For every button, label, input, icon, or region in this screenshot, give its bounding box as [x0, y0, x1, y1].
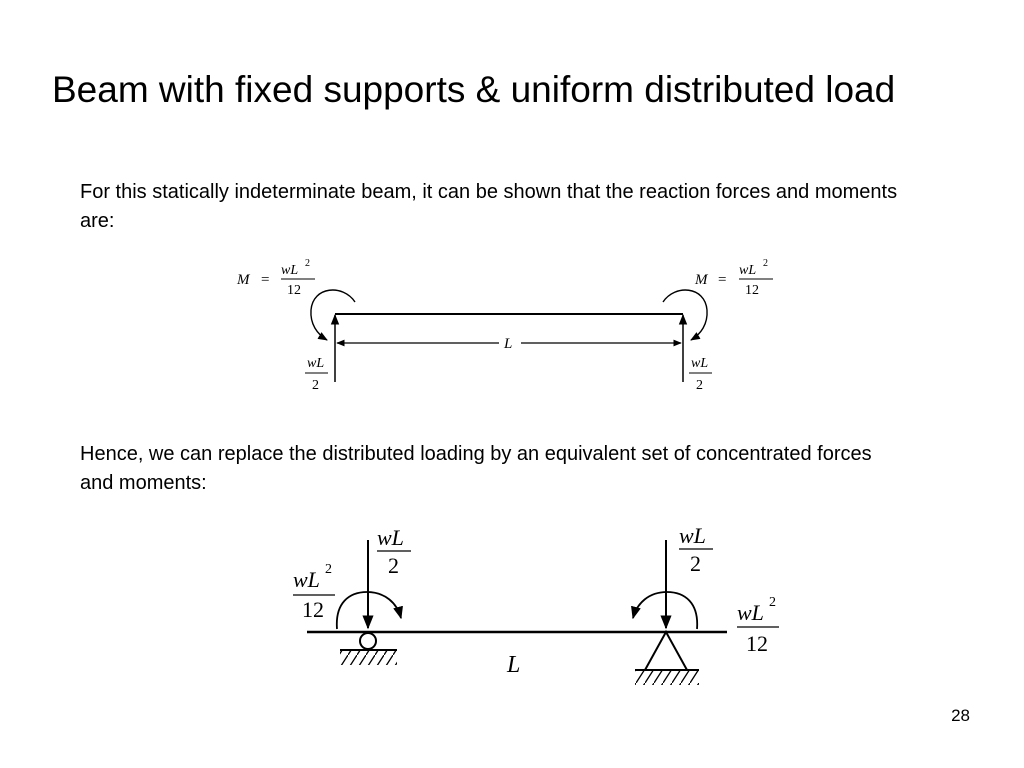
- right-moment-numerator: wL: [739, 263, 756, 278]
- right-moment-denominator: 12: [746, 631, 768, 656]
- right-moment-symbol: M: [694, 272, 709, 288]
- left-force-denominator: 2: [388, 553, 399, 578]
- right-ground-hatch: [635, 671, 699, 685]
- right-moment-exponent: 2: [763, 258, 768, 269]
- right-moment-exponent: 2: [769, 595, 776, 610]
- right-reaction-denominator: 2: [696, 378, 703, 393]
- intro-paragraph: For this statically indeterminate beam, …: [80, 181, 898, 232]
- right-moment-numerator: wL: [737, 600, 764, 625]
- span-label: L: [506, 652, 520, 678]
- right-force-denominator: 2: [690, 551, 701, 576]
- slide-number: 28: [951, 706, 970, 725]
- left-moment-symbol: M: [236, 272, 251, 288]
- right-moment-equals: =: [718, 272, 726, 288]
- equivalent-load-diagram: wL 2 wL 2 wL 2 12 wL 2 12 L: [293, 523, 779, 685]
- reaction-diagram: M = wL 2 12 M = wL 2 12 L wL 2 wL 2: [236, 258, 773, 393]
- left-reaction-numerator: wL: [307, 356, 324, 371]
- left-moment-denominator: 12: [287, 283, 301, 298]
- left-reaction-denominator: 2: [312, 378, 319, 393]
- left-moment-arrow: [336, 591, 403, 630]
- left-moment-exponent: 2: [305, 258, 310, 269]
- right-force-numerator: wL: [679, 523, 706, 548]
- pin-support: [643, 629, 689, 671]
- roller-support: [359, 632, 377, 650]
- left-moment-equals: =: [261, 272, 269, 288]
- right-moment-arrow: [631, 591, 698, 630]
- span-label: L: [503, 336, 512, 352]
- right-moment-arrow: [662, 289, 708, 341]
- left-force-numerator: wL: [377, 525, 404, 550]
- left-moment-numerator: wL: [293, 567, 320, 592]
- left-moment-numerator: wL: [281, 263, 298, 278]
- equivalent-load-paragraph: Hence, we can replace the distributed lo…: [80, 443, 872, 494]
- right-reaction-numerator: wL: [691, 356, 708, 371]
- left-moment-exponent: 2: [325, 562, 332, 577]
- left-ground-hatch: [340, 651, 397, 665]
- slide-title: Beam with fixed supports & uniform distr…: [52, 69, 896, 110]
- left-moment-arrow: [310, 289, 356, 341]
- left-moment-denominator: 12: [302, 597, 324, 622]
- right-moment-denominator: 12: [745, 283, 759, 298]
